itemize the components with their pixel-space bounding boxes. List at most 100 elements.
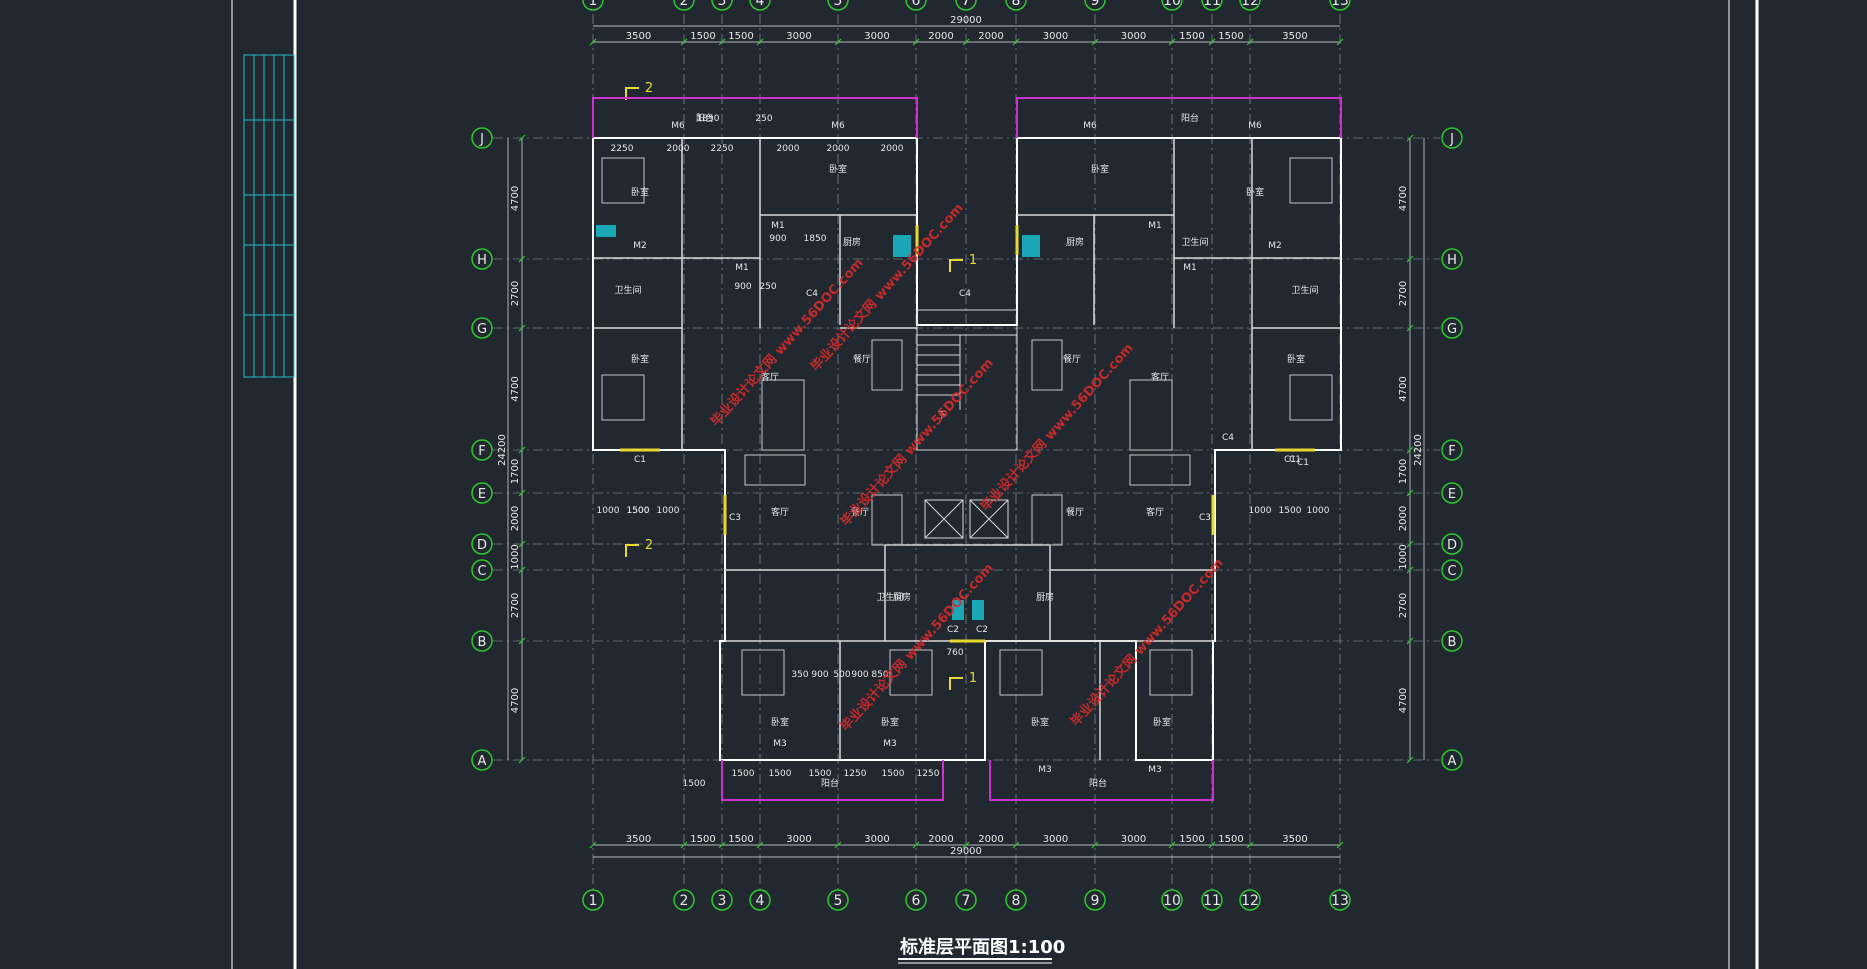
opening-tag: C1 — [1297, 458, 1309, 468]
axis-row-bubble: B — [471, 630, 493, 652]
axis-column-bubble: 12 — [1239, 0, 1261, 11]
axis-row-bubble: C — [471, 559, 493, 581]
axis-row-label: B — [1448, 635, 1457, 650]
inner-dimension-text: 1500 — [882, 769, 905, 779]
room-label: 客厅 — [761, 371, 779, 383]
opening-tag: M6 — [671, 121, 685, 131]
dimension-text: 4700 — [1398, 376, 1409, 401]
axis-row-label: D — [477, 538, 487, 553]
axis-column-bubble: 13 — [1329, 0, 1351, 11]
watermark-text: 毕业设计论文网 www.56DOC.com — [977, 340, 1136, 514]
axis-column-label: 8 — [1012, 893, 1021, 909]
dimension-text: 2700 — [510, 281, 521, 306]
axis-column-bubble: 9 — [1084, 0, 1106, 11]
axis-row-bubble: H — [471, 248, 493, 270]
axis-column-bubble: 5 — [827, 889, 849, 911]
room-label: 卧室 — [771, 716, 789, 728]
inner-dimension-text: 2000 — [667, 144, 690, 154]
dimension-text: 1500 — [728, 834, 753, 845]
dimension-text: 1500 — [690, 834, 715, 845]
dimension-text: 3000 — [1121, 31, 1146, 42]
axis-row-bubble: F — [1441, 439, 1463, 461]
inner-dimension-text: 1500 — [627, 506, 650, 516]
axis-column-bubble: 5 — [827, 0, 849, 11]
opening-tag: C4 — [1222, 433, 1234, 443]
overall-dimension-text: 29000 — [950, 15, 982, 26]
dimension-text: 3500 — [1282, 834, 1307, 845]
inner-dimension-text: 1250 — [917, 769, 940, 779]
watermark-text: 毕业设计论文网 www.56DOC.com — [1067, 555, 1226, 729]
inner-dimension-text: 2000 — [827, 144, 850, 154]
room-label: 阳台 — [696, 112, 714, 124]
axis-column-label: 11 — [1203, 0, 1221, 9]
axis-column-label: 4 — [756, 0, 765, 9]
opening-tag: M6 — [1083, 121, 1097, 131]
watermark-layer: 毕业设计论文网 www.56DOC.com 毕业设计论文网 www.56DOC.c… — [707, 200, 1226, 734]
dimension-text: 3500 — [1282, 31, 1307, 42]
axis-row-bubble: H — [1441, 248, 1463, 270]
opening-tag: M1 — [735, 263, 749, 273]
dimension-text: 1500 — [690, 31, 715, 42]
axis-row-label: E — [478, 487, 486, 502]
opening-tag: M2 — [1268, 241, 1282, 251]
section-mark-label: 2 — [645, 538, 653, 553]
room-label: 厨房 — [893, 591, 911, 603]
axis-column-bubble: 9 — [1084, 889, 1106, 911]
axis-column-bubble: 8 — [1005, 889, 1027, 911]
dimension-text: 3500 — [626, 834, 651, 845]
inner-dimension-text: 500 — [833, 670, 850, 680]
axis-column-label: 5 — [834, 893, 843, 909]
inner-dimension-text: 1500 — [1279, 506, 1302, 516]
axis-column-label: 10 — [1163, 0, 1181, 9]
inner-dimension-text: 250 — [755, 114, 772, 124]
axis-column-label: 7 — [962, 893, 971, 909]
dimension-text: 3000 — [1121, 834, 1146, 845]
sheet-frame — [231, 0, 1759, 969]
opening-tag: C1 — [1284, 455, 1296, 465]
inner-dimension-text: 1000 — [1307, 506, 1330, 516]
room-label: 客厅 — [771, 506, 789, 518]
axis-row-label: J — [1449, 132, 1454, 147]
dimension-text: 2700 — [1398, 281, 1409, 306]
dimension-text: 3500 — [626, 31, 651, 42]
section-mark-label: 1 — [969, 671, 977, 686]
inner-dimension-text: 350 — [791, 670, 808, 680]
room-label: 卧室 — [1091, 163, 1109, 175]
axis-column-bubble: 4 — [749, 0, 771, 11]
inner-dimension-text: 2000 — [777, 144, 800, 154]
opening-tag: M3 — [1148, 765, 1162, 775]
inner-dimension-text: 1000 — [657, 506, 680, 516]
room-label: 卧室 — [1031, 716, 1049, 728]
axis-column-bubble: 11 — [1201, 0, 1223, 11]
axis-row-bubble: F — [471, 439, 493, 461]
overall-vertical-dim-left: 24200 — [497, 434, 508, 466]
windows — [620, 225, 1315, 643]
dimension-text: 2000 — [978, 834, 1003, 845]
dimension-text: 1500 — [728, 31, 753, 42]
opening-tag: M1 — [1148, 221, 1162, 231]
opening-tag: C2 — [947, 625, 959, 635]
inner-dimension-text: 1500 — [683, 779, 706, 789]
dimension-text: 3000 — [864, 31, 889, 42]
room-label: 厨房 — [843, 236, 861, 248]
opening-tag: C4 — [959, 289, 971, 299]
room-label: 卧室 — [631, 353, 649, 365]
inner-dimension-text: 2000 — [881, 144, 904, 154]
dimension-text: 1000 — [1398, 544, 1409, 569]
axis-column-label: 13 — [1331, 893, 1349, 909]
section-mark-line — [625, 544, 639, 557]
opening-tag: M3 — [883, 739, 897, 749]
floor-plan — [592, 97, 1342, 801]
room-label: 餐厅 — [1063, 353, 1081, 365]
axis-row-bubble: C — [1441, 559, 1463, 581]
dimension-text: 1500 — [1179, 31, 1204, 42]
room-label: 卧室 — [631, 186, 649, 198]
dimension-text: 3000 — [786, 31, 811, 42]
inner-dimension-text: 900 — [851, 670, 868, 680]
inner-dimension-text: 1000 — [597, 506, 620, 516]
axis-column-label: 3 — [718, 0, 727, 9]
inner-dimension-text: 760 — [946, 648, 963, 658]
